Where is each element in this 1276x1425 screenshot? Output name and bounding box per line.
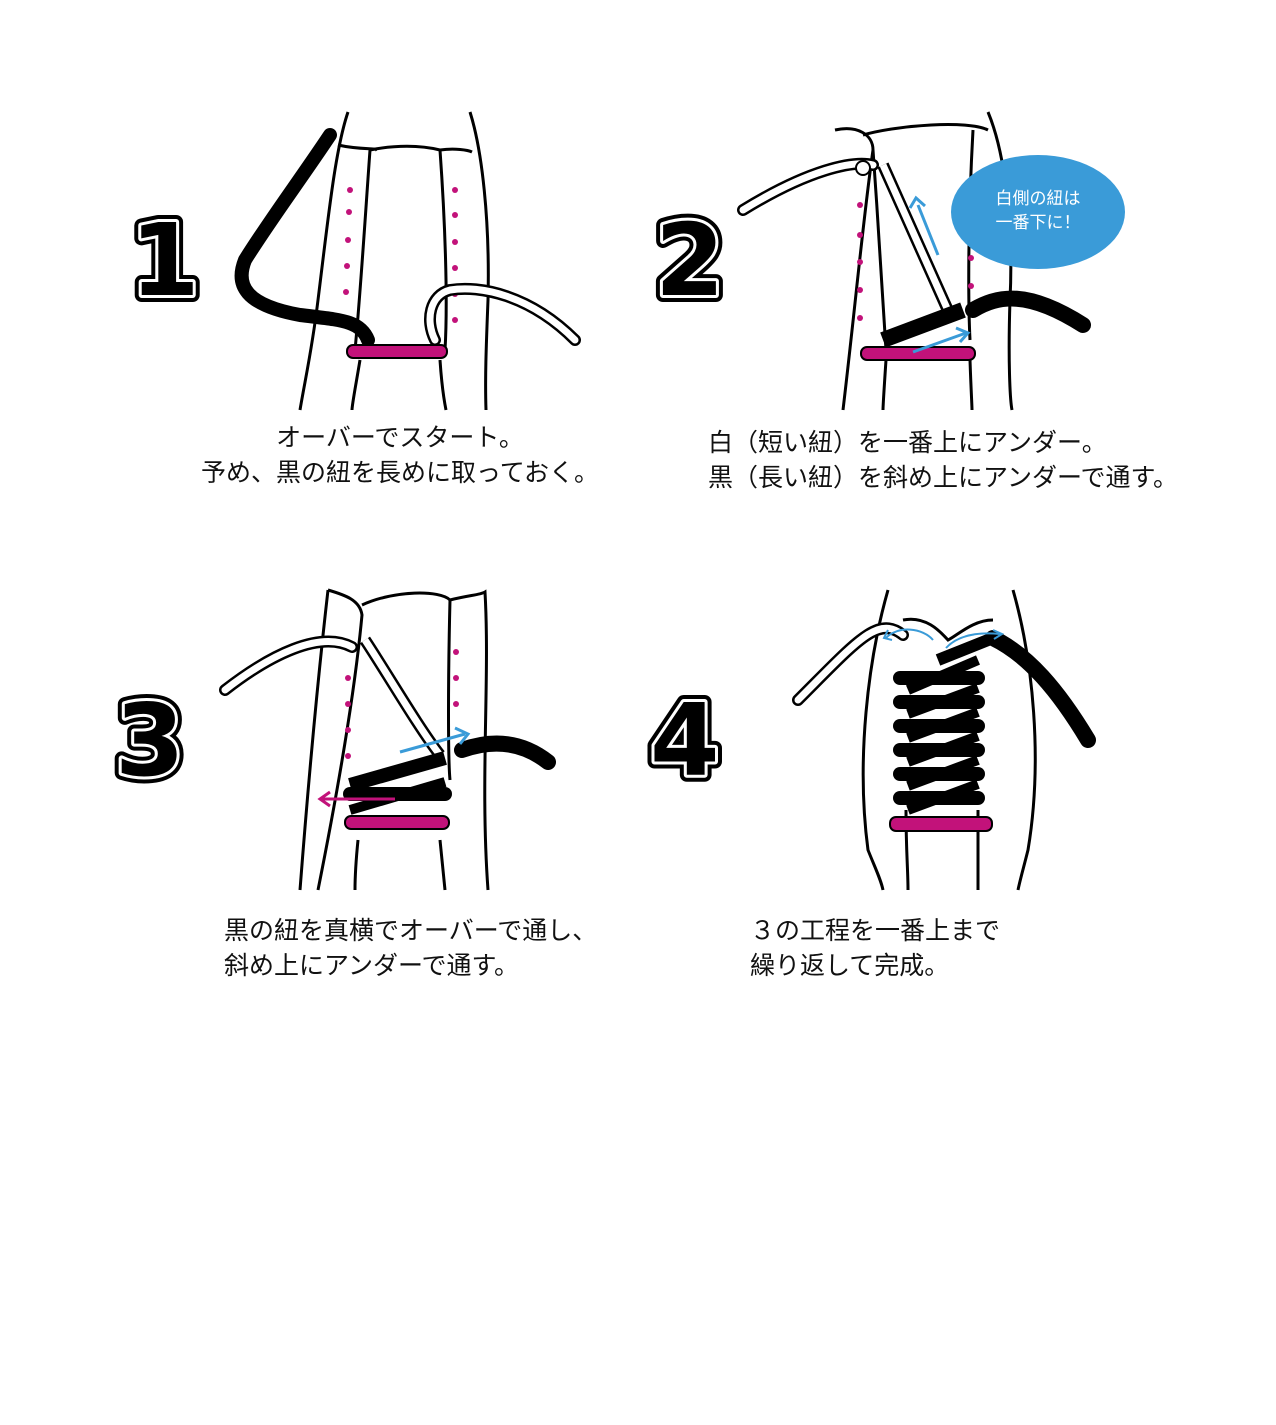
step-4-panel: 4 4 (638, 560, 1276, 1000)
step-1-number: 1 (130, 202, 200, 319)
eyelet-bar (860, 346, 976, 361)
step-3-panel: 3 3 黒の紐を真横でオーバーで通し、 斜め上にアンダーで通す。 (0, 560, 640, 1000)
step-2-panel: 2 2 白側の紐は 一番下に！ (638, 0, 1276, 520)
tongue-right-edge (438, 149, 448, 351)
step-1-illustration: 1 1 (123, 111, 581, 411)
white-lace (426, 285, 579, 344)
arrow-curved-icon (945, 632, 1001, 649)
step-1-panel: 1 1 オーバーでスタート。 予め、黒の紐を長めに取っておく。 (0, 0, 640, 520)
shoe-outline-left (298, 111, 350, 411)
arrow-right-icon (912, 331, 967, 354)
step-4-caption: ３の工程を一番上まで 繰り返して完成。 (750, 916, 1001, 980)
eyelet-bar (344, 815, 450, 830)
step-3-number: 3 (115, 682, 185, 799)
svg-text:4: 4 (650, 682, 720, 799)
step-2-illustration: 2 2 白側の紐は 一番下に！ (648, 111, 1125, 411)
step-4-number: 4 (650, 682, 720, 799)
eyelet-bar (346, 344, 448, 359)
white-lace (221, 638, 356, 694)
arrow-curved-icon (885, 628, 934, 641)
svg-text:3: 3 (115, 682, 185, 799)
black-lace (985, 630, 1096, 748)
white-lace (794, 624, 907, 704)
eyelet-dots (343, 187, 458, 323)
arrow-right-icon (399, 732, 466, 754)
step-1-caption: オーバーでスタート。 予め、黒の紐を長めに取っておく。 (200, 423, 599, 487)
eyelet-bar (889, 816, 993, 832)
eyelet-dots (345, 649, 459, 759)
shoe-outline-right (468, 111, 490, 411)
black-lace (234, 128, 375, 347)
step-3-illustration: 3 3 (108, 588, 556, 891)
hint-bubble-line-1: 白側の紐は (996, 189, 1081, 209)
step-1-number-inner: 1 (130, 202, 200, 319)
black-lace (965, 290, 1091, 333)
arrow-up-icon (916, 204, 940, 256)
step-3-caption: 黒の紐を真横でオーバーで通し、 斜め上にアンダーで通す。 (224, 916, 598, 980)
step-4-illustration: 4 4 (643, 589, 1096, 891)
black-lace (454, 735, 556, 770)
hint-bubble (951, 155, 1125, 269)
step-2-number: 2 (655, 202, 725, 319)
svg-text:2: 2 (655, 202, 725, 319)
step-2-caption: 白（短い紐）を一番上にアンダー。 黒（長い紐）を斜め上にアンダーで通す。 (708, 428, 1179, 492)
hint-bubble-line-2: 一番下に！ (996, 213, 1081, 233)
